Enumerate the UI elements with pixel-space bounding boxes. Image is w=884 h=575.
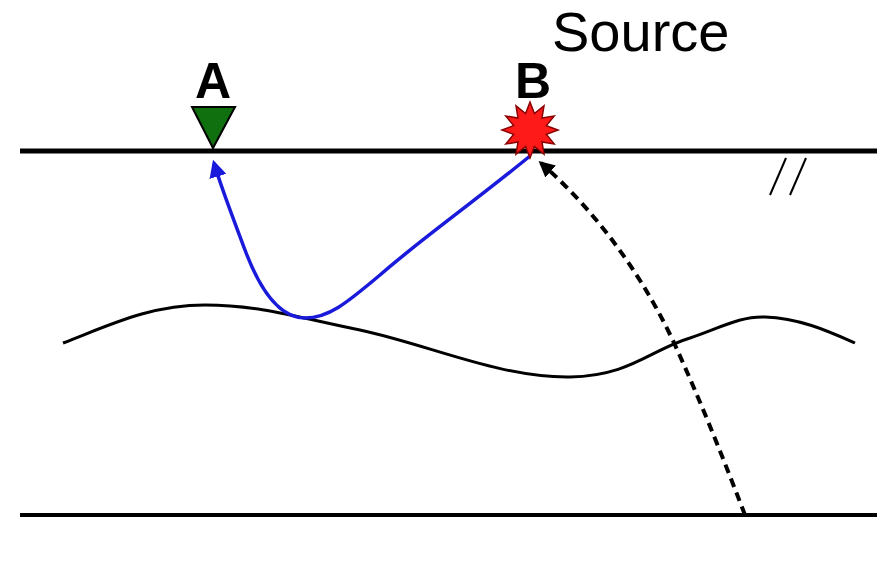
slash-mark xyxy=(790,158,806,195)
reflector-interface xyxy=(63,305,855,377)
surface-line xyxy=(20,149,877,154)
receiver-label: A xyxy=(195,56,231,106)
source-label: B xyxy=(515,56,551,106)
incoming-ray xyxy=(541,163,745,515)
slash-mark xyxy=(770,158,786,195)
source-symbol xyxy=(502,102,558,158)
source-title: Source xyxy=(552,4,729,60)
receiver-symbol xyxy=(192,107,235,148)
reflected-ray xyxy=(214,156,530,318)
bottom-boundary xyxy=(20,513,877,517)
